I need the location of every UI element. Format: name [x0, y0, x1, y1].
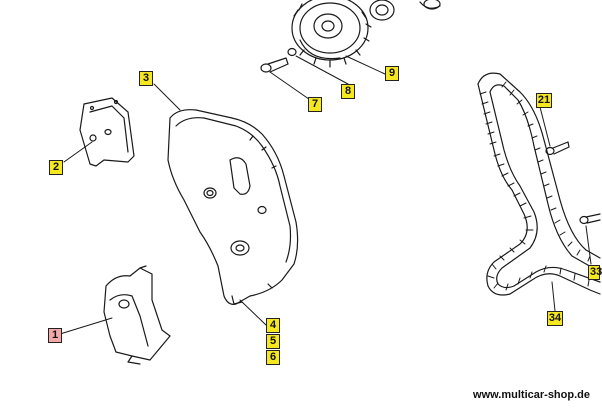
leader-lines [59, 55, 592, 335]
fitting-drawing [579, 213, 601, 225]
bracket-drawing [103, 265, 171, 365]
callout-9[interactable]: 9 [385, 66, 399, 81]
callout-4[interactable]: 4 [266, 318, 280, 333]
callout-21[interactable]: 21 [536, 93, 552, 108]
website-url: www.multicar-shop.de [473, 389, 590, 401]
callout-33[interactable]: 33 [588, 265, 602, 280]
screw-drawing [545, 141, 570, 156]
toothed-belt-drawing [477, 72, 601, 296]
callout-8[interactable]: 8 [341, 84, 355, 99]
callout-1[interactable]: 1 [48, 328, 62, 343]
callout-34[interactable]: 34 [547, 311, 563, 326]
callout-7[interactable]: 7 [308, 97, 322, 112]
washer-drawing [287, 47, 297, 57]
timing-cover-drawing [167, 109, 299, 305]
callout-2[interactable]: 2 [49, 160, 63, 175]
callout-6[interactable]: 6 [266, 350, 280, 365]
callout-5[interactable]: 5 [266, 334, 280, 349]
callout-3[interactable]: 3 [139, 71, 153, 86]
sprocket-wheel-drawing [291, 0, 441, 68]
cover-plate-drawing [79, 97, 135, 167]
bolt-drawing [260, 57, 289, 73]
